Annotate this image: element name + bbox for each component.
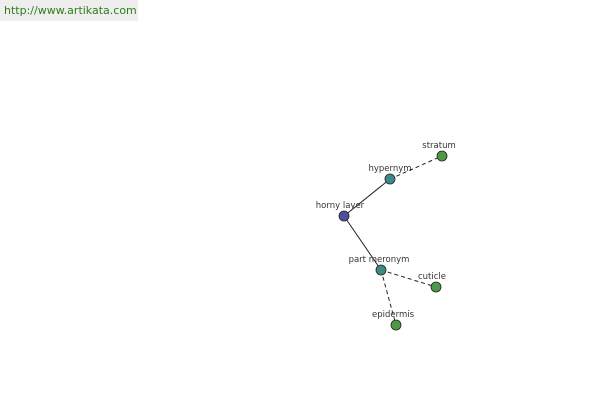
nodes-layer xyxy=(338,150,448,331)
node-epidermis[interactable] xyxy=(390,319,402,331)
node-label-part-meronym: part meronym xyxy=(349,255,410,265)
node-hypernym[interactable] xyxy=(384,173,396,185)
node-cuticle[interactable] xyxy=(430,281,442,293)
node-label-stratum: stratum xyxy=(422,141,455,151)
edge-part-meronym-cuticle xyxy=(380,269,437,288)
node-horny-layer[interactable] xyxy=(338,210,350,222)
node-part-meronym[interactable] xyxy=(375,264,387,276)
edge-part-meronym-epidermis xyxy=(380,269,397,326)
edges-layer xyxy=(343,155,443,326)
node-label-epidermis: epidermis xyxy=(372,310,415,320)
edge-horny-layer-hypernym xyxy=(343,178,391,217)
edge-hypernym-stratum xyxy=(389,155,443,180)
edge-horny-layer-part-meronym xyxy=(343,215,382,271)
node-label-cuticle: cuticle xyxy=(418,272,446,282)
labels-layer: horny layer hypernym stratum part merony… xyxy=(316,141,456,320)
source-url-banner[interactable]: http://www.artikata.com xyxy=(0,0,138,21)
node-stratum[interactable] xyxy=(436,150,448,162)
node-label-horny-layer: horny layer xyxy=(316,201,365,211)
node-label-hypernym: hypernym xyxy=(368,164,411,174)
